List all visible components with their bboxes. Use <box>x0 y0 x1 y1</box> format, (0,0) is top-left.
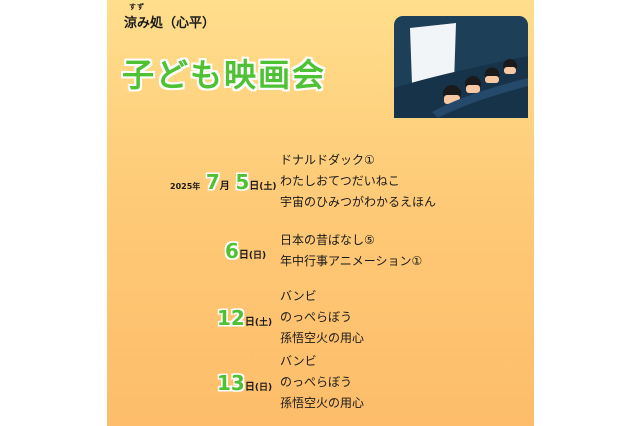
film-title: のっぺらぼう <box>280 375 353 389</box>
weekday-label: (日) <box>248 251 267 261</box>
date-label: 13日(日) <box>217 371 272 395</box>
schedule-day-1: 2025年 7月 5日(土) ドナルドダック① わたしおてつだいねこ 宇宙のひみ… <box>107 150 534 216</box>
venue-name: すず 涼み処（心平） <box>124 3 216 31</box>
day-unit: 日 <box>244 317 255 328</box>
film-list: ドナルドダック① わたしおてつだいねこ 宇宙のひみつがわかるえほん <box>280 150 436 213</box>
month-number: 7 <box>205 170 220 194</box>
film-title: 日本の昔ばなし⑤ <box>280 233 375 247</box>
movie-theater-audience-icon <box>394 16 528 118</box>
film-title: 孫悟空火の用心 <box>280 396 365 410</box>
month-unit: 月 <box>219 181 230 192</box>
day-unit: 日 <box>238 250 249 261</box>
film-title: ドナルドダック① <box>280 153 375 167</box>
date-label: 12日(土) <box>217 306 272 330</box>
day-unit: 日 <box>249 181 260 192</box>
venue-label: 涼み処（心平） <box>124 16 216 31</box>
event-flyer: すず 涼み処（心平） 子ども映画会 2025年 7月 5日(土) ドナルドダック… <box>107 0 534 426</box>
schedule-day-3: 12日(土) バンビ のっぺらぼう 孫悟空火の用心 <box>107 286 534 352</box>
film-title: 年中行事アニメーション① <box>280 254 423 268</box>
day-number: 5 <box>235 170 250 194</box>
schedule-day-4: 13日(日) バンビ のっぺらぼう 孫悟空火の用心 <box>107 351 534 417</box>
day-number: 12 <box>217 306 245 330</box>
film-title: バンビ <box>280 354 317 368</box>
year-label: 2025年 <box>170 182 201 191</box>
date-label: 2025年 7月 5日(土) <box>170 170 277 194</box>
film-list: バンビ のっぺらぼう 孫悟空火の用心 <box>280 351 364 414</box>
day-number: 13 <box>217 371 245 395</box>
weekday-label: (土) <box>254 318 273 328</box>
event-title: 子ども映画会 <box>122 56 327 94</box>
day-unit: 日 <box>244 382 255 393</box>
venue-ruby: すず <box>129 3 145 11</box>
day-number: 6 <box>225 239 239 263</box>
film-title: のっぺらぼう <box>280 310 353 324</box>
film-title: バンビ <box>280 289 317 303</box>
film-title: 孫悟空火の用心 <box>280 331 365 345</box>
schedule-day-2: 6日(日) 日本の昔ばなし⑤ 年中行事アニメーション① <box>107 230 534 274</box>
date-label: 6日(日) <box>225 239 266 263</box>
weekday-label: (土) <box>259 182 277 192</box>
film-list: バンビ のっぺらぼう 孫悟空火の用心 <box>280 286 364 349</box>
film-title: わたしおてつだいねこ <box>280 174 400 188</box>
film-list: 日本の昔ばなし⑤ 年中行事アニメーション① <box>280 230 422 272</box>
weekday-label: (日) <box>254 383 273 393</box>
film-title: 宇宙のひみつがわかるえほん <box>280 195 437 209</box>
